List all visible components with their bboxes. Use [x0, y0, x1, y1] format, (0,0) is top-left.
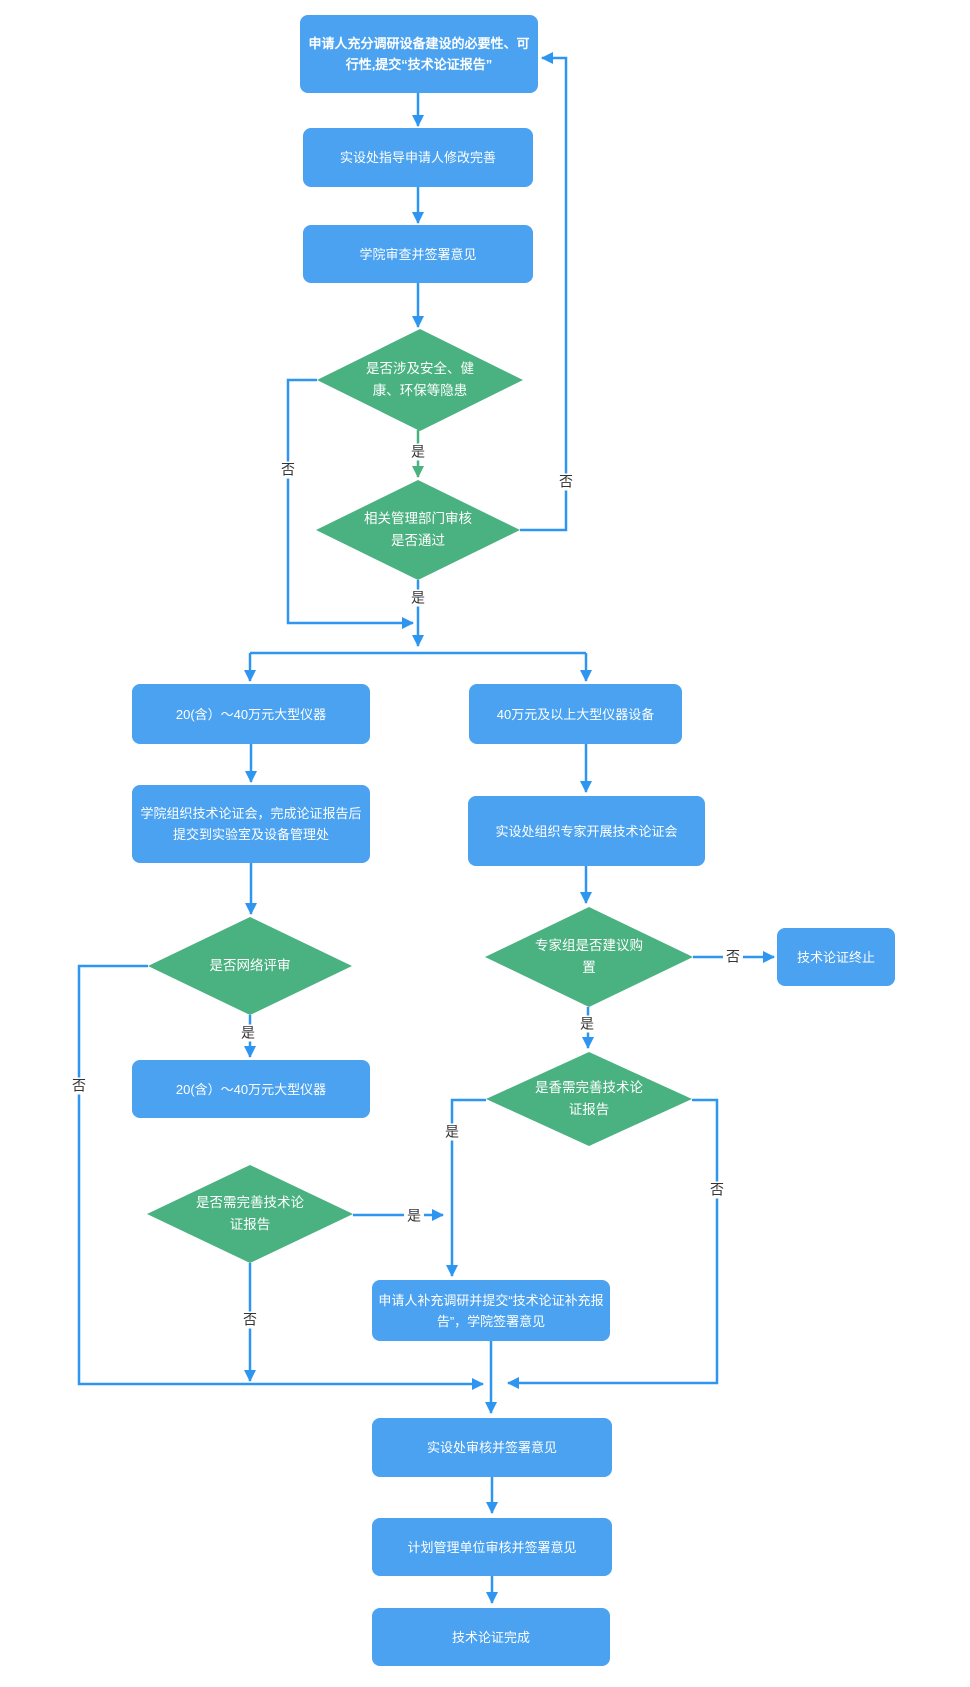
- edge-label-no-improve-right: 否: [707, 1181, 727, 1199]
- decision-improve-right-label: 是香需完善技术论证报告: [535, 1080, 643, 1117]
- node-office-sign: 实设处审核并签署意见: [372, 1418, 612, 1477]
- edge-network-no-long: [77, 964, 484, 1390]
- edge-label-yes-improve-left: 是: [404, 1207, 424, 1225]
- edge-label-no-expert: 否: [723, 948, 743, 966]
- node-college-review: 学院审查并签署意见: [303, 225, 533, 283]
- decision-dept-approval-label: 相关管理部门审核是否通过: [364, 511, 472, 548]
- edge-label-yes-safety: 是: [408, 443, 428, 461]
- decision-improve-left-label: 是否需完善技术论证报告: [196, 1195, 304, 1232]
- node-college-session: 学院组织技术论证会，完成论证报告后提交到实验室及设备管理处: [132, 785, 370, 863]
- node-range-20-40-b: 20(含）～40万元大型仪器: [132, 1060, 370, 1118]
- node-supplement-report: 申请人补充调研并提交“技术论证补充报告”，学院签署意见: [372, 1280, 610, 1341]
- node-plan-unit-sign: 计划管理单位审核并签署意见: [372, 1518, 612, 1576]
- node-range-20-40: 20(含）～40万元大型仪器: [132, 684, 370, 744]
- node-termination: 技术论证终止: [777, 928, 895, 986]
- edge-label-no-safety: 否: [278, 461, 298, 479]
- decision-safety-hazard-label: 是否涉及安全、健康、环保等隐患: [366, 361, 474, 398]
- node-start: 申请人充分调研设备建设的必要性、可行性,提交“技术论证报告”: [300, 15, 538, 93]
- node-complete: 技术论证完成: [372, 1608, 610, 1666]
- edge-label-yes-network: 是: [238, 1024, 258, 1042]
- decision-expert-purchase-label: 专家组是否建议购置: [535, 938, 643, 975]
- node-guide-revision: 实设处指导申请人修改完善: [303, 128, 533, 187]
- edge-dept-no-feedback: [520, 52, 568, 532]
- decision-network-review-label: 是否网络评审: [209, 958, 291, 973]
- edge-improve-right-no: [507, 1098, 719, 1389]
- edge-label-yes-expert: 是: [577, 1015, 597, 1033]
- edge-label-no-dept: 否: [556, 473, 576, 491]
- node-office-session: 实设处组织专家开展技术论证会: [468, 796, 705, 866]
- edge-improve-right-yes: [446, 1098, 486, 1277]
- node-over-40: 40万元及以上大型仪器设备: [469, 684, 682, 744]
- edge-label-no-network: 否: [69, 1077, 89, 1095]
- edge-label-yes-improve-right: 是: [442, 1123, 462, 1141]
- edge-label-no-improve-left: 否: [240, 1311, 260, 1329]
- edge-label-yes-dept: 是: [408, 589, 428, 607]
- edge-safety-no-merge: [286, 378, 414, 629]
